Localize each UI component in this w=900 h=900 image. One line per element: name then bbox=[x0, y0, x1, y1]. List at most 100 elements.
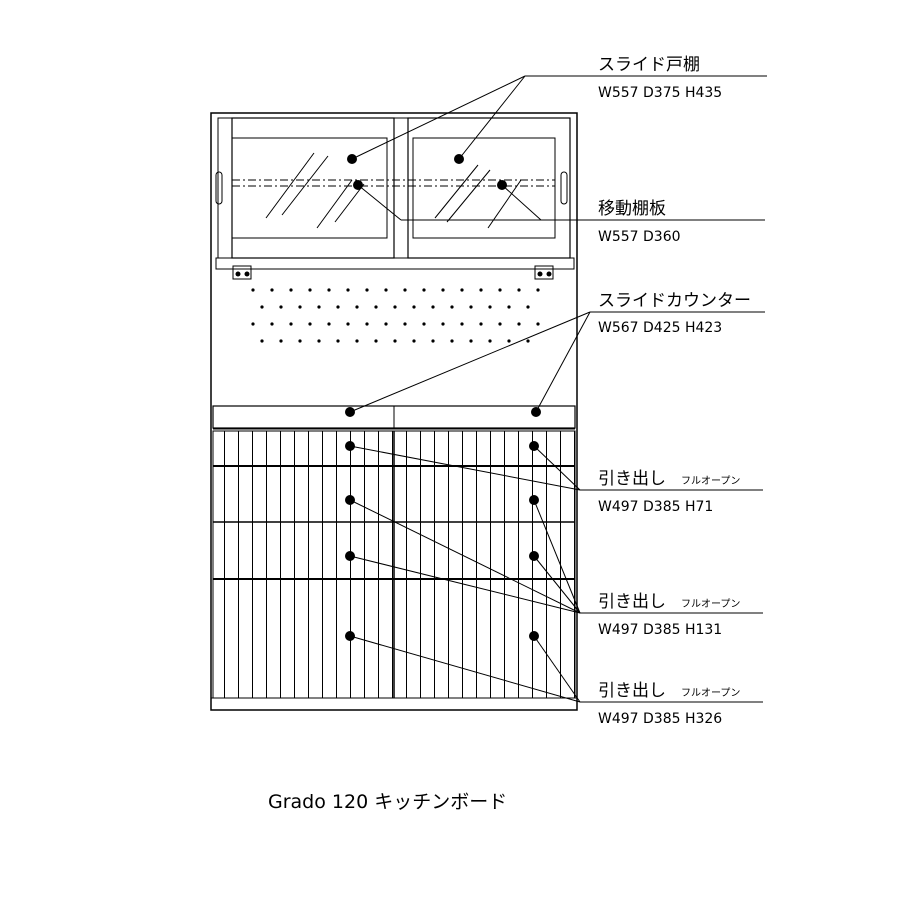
perforation-hole bbox=[365, 322, 369, 326]
callout-drawer-326: 引き出し フルオープン W497 D385 H326 bbox=[598, 681, 740, 727]
upper-cabinet bbox=[215, 117, 571, 259]
perforation-hole bbox=[279, 339, 283, 343]
cabinet-outline bbox=[210, 112, 578, 711]
perforation-hole bbox=[469, 305, 473, 309]
perforation-hole bbox=[536, 322, 540, 326]
perforation-hole bbox=[403, 288, 407, 292]
drawer-131-note: フルオープン bbox=[681, 598, 740, 610]
perforation-hole bbox=[270, 288, 274, 292]
perforation-hole bbox=[251, 322, 255, 326]
perforation-hole bbox=[346, 322, 350, 326]
perforation-hole bbox=[488, 339, 492, 343]
counter-section bbox=[212, 257, 576, 430]
perforation-hole bbox=[517, 322, 521, 326]
slide-counter-dims: W567 D425 H423 bbox=[598, 320, 722, 336]
perforation-hole bbox=[289, 288, 293, 292]
perforation-hole bbox=[469, 339, 473, 343]
marker-dots bbox=[345, 154, 541, 641]
perforation-hole bbox=[365, 288, 369, 292]
diagram-caption: Grado 120 キッチンボード bbox=[268, 791, 507, 813]
left-bracket-icon bbox=[232, 265, 252, 280]
perforation-hole bbox=[393, 339, 397, 343]
perforation-hole bbox=[441, 288, 445, 292]
drawer-71-dims: W497 D385 H71 bbox=[598, 499, 713, 515]
callout-drawer-131: 引き出し フルオープン W497 D385 H131 bbox=[598, 592, 740, 638]
perforation-hole bbox=[279, 305, 283, 309]
right-bracket-icon bbox=[534, 265, 554, 280]
movable-shelf-name: 移動棚板 bbox=[598, 199, 666, 219]
marker-dot bbox=[529, 551, 539, 561]
slide-counter-name: スライドカウンター bbox=[598, 291, 751, 311]
perforation-hole bbox=[450, 305, 454, 309]
perforation-hole bbox=[526, 305, 530, 309]
perforation-hole bbox=[317, 339, 321, 343]
marker-dot bbox=[454, 154, 464, 164]
marker-dot bbox=[345, 441, 355, 451]
perforation-hole bbox=[526, 339, 530, 343]
perforation-hole bbox=[336, 305, 340, 309]
perforation-hole bbox=[260, 339, 264, 343]
marker-dot bbox=[529, 441, 539, 451]
drawer-71-note: フルオープン bbox=[681, 475, 740, 487]
perforation-hole bbox=[498, 322, 502, 326]
perforation-hole bbox=[298, 339, 302, 343]
perforation-hole bbox=[308, 288, 312, 292]
callout-slide-cabinet: スライド戸棚 W557 D375 H435 bbox=[598, 55, 722, 101]
marker-dot bbox=[497, 180, 507, 190]
slide-cabinet-dims: W557 D375 H435 bbox=[598, 85, 722, 101]
perforated-panel bbox=[251, 288, 540, 343]
perforation-hole bbox=[488, 305, 492, 309]
perforation-hole bbox=[460, 322, 464, 326]
marker-dot bbox=[345, 551, 355, 561]
perforation-hole bbox=[317, 305, 321, 309]
perforation-hole bbox=[403, 322, 407, 326]
right-handle-icon bbox=[560, 171, 568, 205]
perforation-hole bbox=[298, 305, 302, 309]
perforation-hole bbox=[412, 305, 416, 309]
perforation-hole bbox=[384, 322, 388, 326]
callout-drawer-71: 引き出し フルオープン W497 D385 H71 bbox=[598, 469, 740, 515]
perforation-hole bbox=[308, 322, 312, 326]
perforation-hole bbox=[327, 322, 331, 326]
marker-dot bbox=[345, 631, 355, 641]
perforation-hole bbox=[441, 322, 445, 326]
perforation-hole bbox=[479, 288, 483, 292]
callout-slide-counter: スライドカウンター W567 D425 H423 bbox=[598, 291, 751, 336]
perforation-hole bbox=[507, 305, 511, 309]
perforation-hole bbox=[422, 322, 426, 326]
perforation-hole bbox=[384, 288, 388, 292]
perforation-hole bbox=[450, 339, 454, 343]
marker-dot bbox=[529, 631, 539, 641]
perforation-hole bbox=[536, 288, 540, 292]
perforation-hole bbox=[346, 288, 350, 292]
perforation-hole bbox=[498, 288, 502, 292]
perforation-hole bbox=[251, 288, 255, 292]
perforation-hole bbox=[460, 288, 464, 292]
drawer-131-dims: W497 D385 H131 bbox=[598, 622, 722, 638]
marker-dot bbox=[345, 407, 355, 417]
marker-dot bbox=[531, 407, 541, 417]
perforation-hole bbox=[431, 305, 435, 309]
slide-cabinet-name: スライド戸棚 bbox=[598, 55, 700, 75]
movable-shelf-dims: W557 D360 bbox=[598, 229, 681, 245]
perforation-hole bbox=[327, 288, 331, 292]
drawer-326-name: 引き出し bbox=[598, 681, 666, 701]
perforation-hole bbox=[507, 339, 511, 343]
perforation-hole bbox=[336, 339, 340, 343]
perforation-hole bbox=[355, 339, 359, 343]
marker-dot bbox=[345, 495, 355, 505]
perforation-hole bbox=[517, 288, 521, 292]
perforation-hole bbox=[479, 322, 483, 326]
perforation-hole bbox=[270, 322, 274, 326]
perforation-hole bbox=[393, 305, 397, 309]
drawer-fronts bbox=[212, 430, 576, 699]
perforation-hole bbox=[289, 322, 293, 326]
marker-dot bbox=[347, 154, 357, 164]
perforation-hole bbox=[374, 305, 378, 309]
drawer-71-name: 引き出し bbox=[598, 469, 666, 489]
marker-dot bbox=[353, 180, 363, 190]
leader-lines bbox=[349, 75, 767, 703]
drawer-131-name: 引き出し bbox=[598, 592, 666, 612]
drawer-326-dims: W497 D385 H326 bbox=[598, 711, 722, 727]
